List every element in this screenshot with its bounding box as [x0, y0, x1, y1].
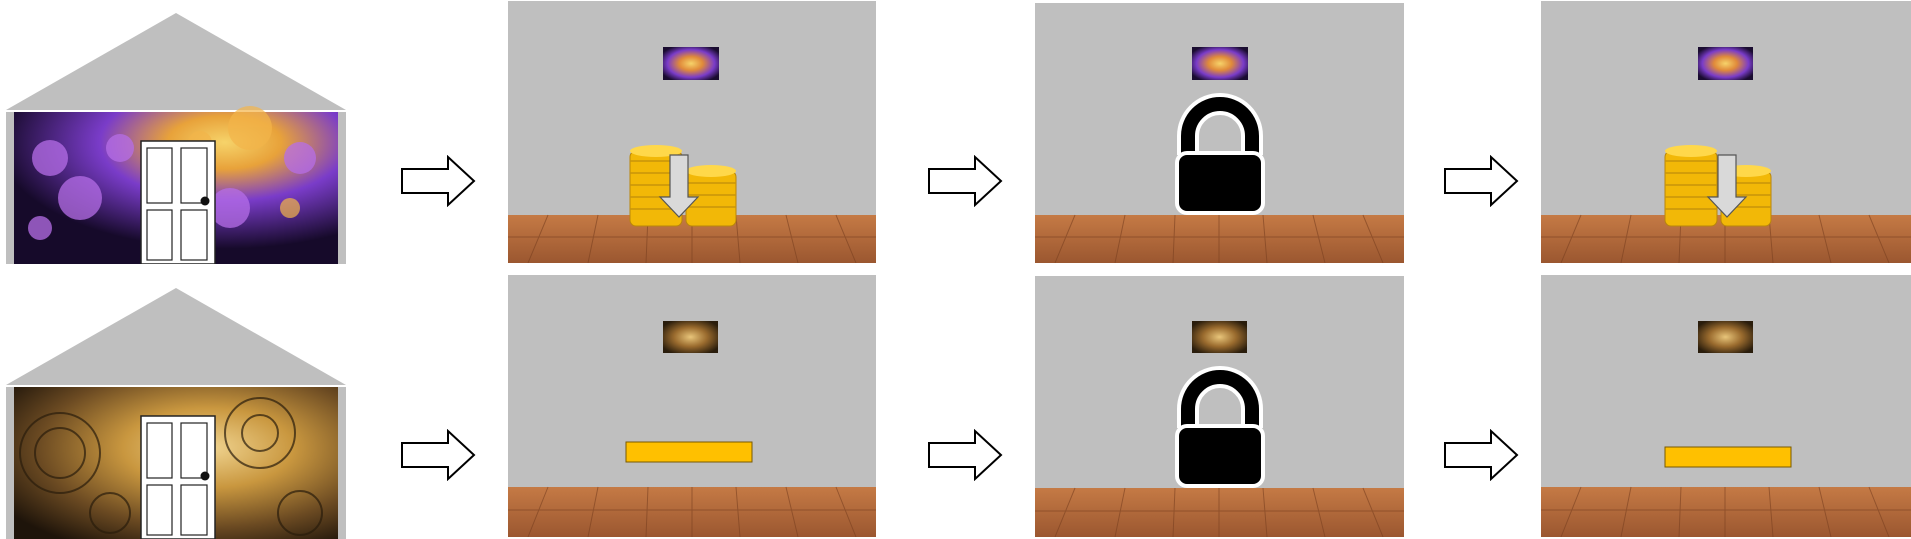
room-result [1541, 275, 1911, 537]
painting-icon [1192, 321, 1247, 353]
painting-icon [663, 321, 718, 353]
right-arrow-icon [400, 155, 476, 207]
down-arrow-icon [658, 154, 700, 218]
right-arrow-icon [927, 429, 1003, 481]
house-row-2 [0, 283, 352, 539]
down-arrow-icon [1706, 154, 1748, 218]
house-roof [6, 288, 346, 385]
room-start [508, 275, 876, 537]
room-result [1541, 1, 1911, 263]
door-icon [140, 415, 216, 539]
painting-icon [1192, 47, 1248, 80]
painting-icon [663, 47, 719, 80]
right-arrow-icon [1443, 155, 1519, 207]
right-arrow-icon [927, 155, 1003, 207]
padlock-icon [1175, 93, 1265, 215]
room-start [508, 1, 876, 263]
door-icon [140, 140, 216, 264]
padlock-icon [1175, 366, 1265, 488]
room-locked [1035, 3, 1404, 263]
painting-icon [1698, 47, 1753, 80]
right-arrow-icon [400, 429, 476, 481]
room-locked [1035, 276, 1404, 537]
painting-icon [1698, 321, 1753, 353]
wood-floor [1541, 487, 1911, 537]
right-arrow-icon [1443, 429, 1519, 481]
house-row-1 [0, 8, 352, 264]
gold-bar-icon [625, 441, 753, 463]
house-roof [6, 13, 346, 110]
gold-bar-icon [1664, 446, 1792, 468]
